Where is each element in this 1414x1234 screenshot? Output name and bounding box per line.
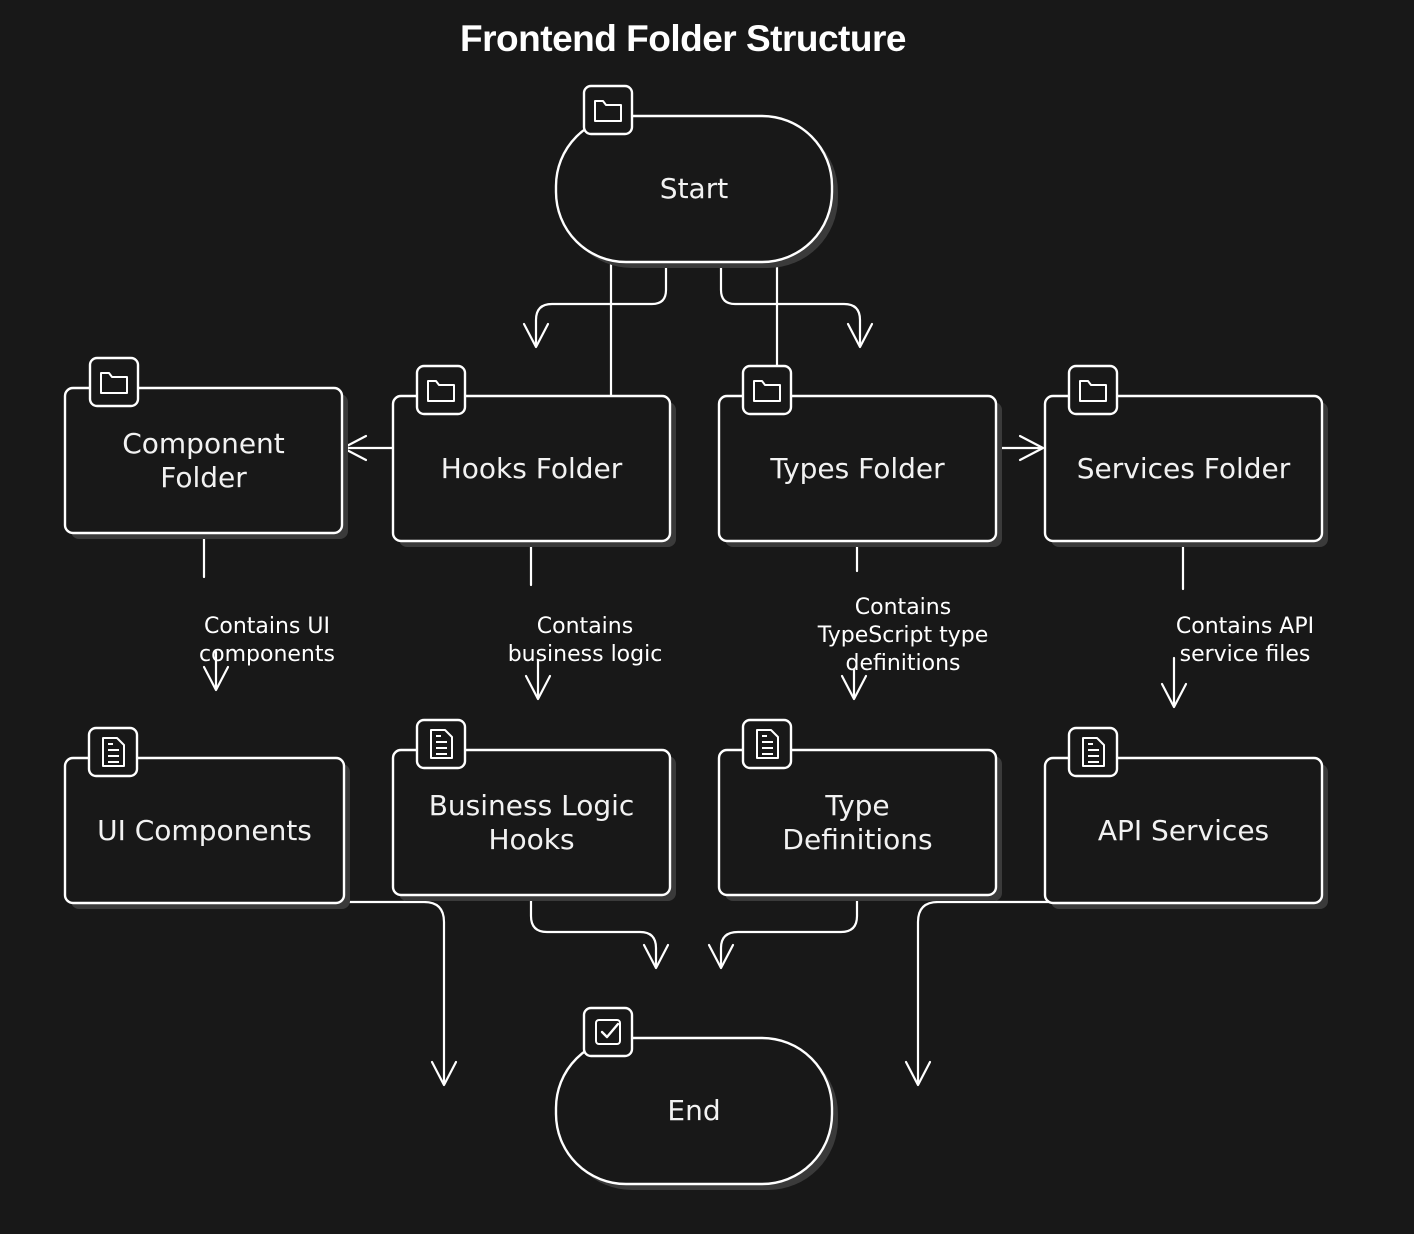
edge-label-component: Contains UI components (199, 614, 335, 667)
edge-ui-to-end (202, 900, 446, 1086)
edge-business-to-end (529, 892, 658, 968)
services-folder-node[interactable] (1043, 394, 1328, 547)
folder-icon (415, 364, 467, 416)
business-logic-hooks-label: Business Logic Hooks (428, 788, 635, 856)
hooks-folder-label: Hooks Folder (440, 451, 623, 485)
edge-label-services: Contains API service files (1175, 614, 1315, 667)
arrowhead-definitions (840, 674, 868, 701)
edge-api-to-end (916, 900, 1185, 1086)
component-folder-node[interactable] (63, 386, 348, 539)
api-services-node[interactable] (1043, 756, 1328, 909)
types-folder-label: Types Folder (770, 451, 945, 485)
folder-icon (741, 364, 793, 416)
component-folder-label: Component Folder (122, 426, 285, 494)
end-node[interactable] (554, 1036, 838, 1190)
folder-icon (88, 356, 140, 408)
folder-icon (1067, 364, 1119, 416)
ui-components-label: UI Components (97, 813, 312, 847)
types-folder-node[interactable] (717, 394, 1002, 547)
arrowhead-definitions-end (707, 943, 735, 970)
api-services-label: API Services (1097, 813, 1270, 847)
type-definitions-node[interactable] (717, 748, 1002, 901)
start-label: Start (659, 172, 729, 205)
folder-icon (582, 84, 634, 136)
end-label: End (667, 1094, 721, 1127)
diagram-title: Frontend Folder Structure (460, 18, 906, 59)
file-icon (1067, 726, 1119, 778)
arrowhead-ui (202, 665, 230, 692)
type-definitions-label: Type Definitions (782, 788, 933, 856)
hooks-folder-node[interactable] (391, 394, 676, 547)
arrowhead-services (1018, 434, 1045, 462)
edge-definitions-to-end (719, 892, 859, 968)
start-node[interactable] (554, 114, 838, 268)
edge-start-to-component (534, 260, 668, 348)
ui-components-node[interactable] (63, 756, 350, 909)
arrowhead-component (522, 322, 550, 349)
business-logic-hooks-node[interactable] (391, 748, 676, 901)
arrowhead-api-end (904, 1060, 932, 1087)
file-icon (87, 726, 139, 778)
arrowhead-business-end (642, 943, 670, 970)
checkbox-icon (582, 1006, 634, 1058)
file-icon (741, 718, 793, 770)
arrowhead-business (524, 674, 552, 701)
arrowhead-api (1160, 682, 1188, 709)
services-folder-label: Services Folder (1076, 451, 1291, 485)
edge-label-types: Contains TypeScript type definitions (817, 595, 989, 676)
arrowhead-types (846, 322, 874, 349)
edge-start-to-types (719, 260, 862, 348)
arrowhead-ui-end (430, 1060, 458, 1087)
file-icon (415, 718, 467, 770)
edge-label-hooks: Contains business logic (507, 614, 663, 667)
